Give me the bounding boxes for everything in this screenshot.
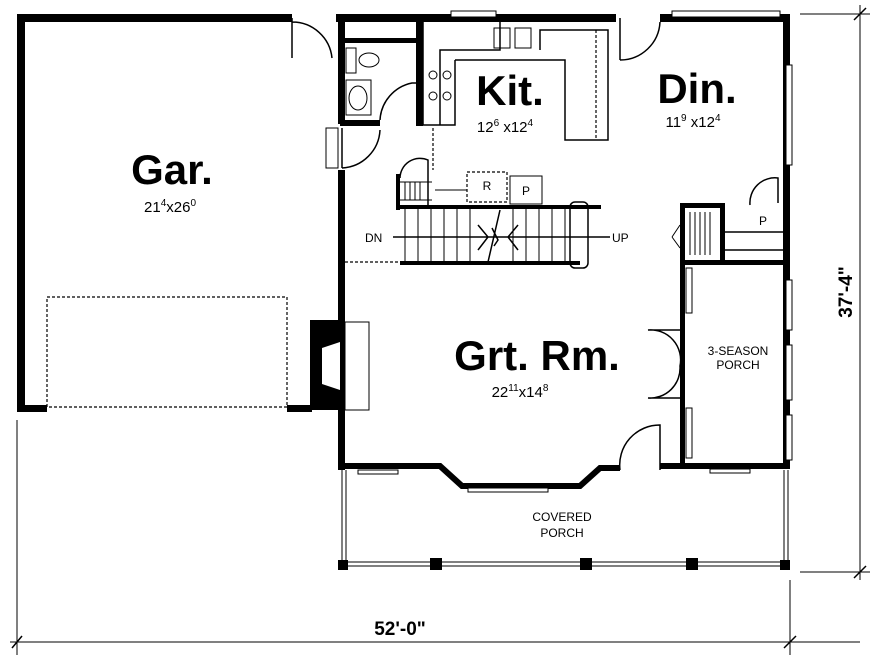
powder-room xyxy=(325,22,423,169)
dining-label: Din. xyxy=(657,65,736,112)
dining-pantry-label: P xyxy=(759,214,767,228)
staircase xyxy=(345,157,610,269)
three-season-porch-walls xyxy=(618,267,693,471)
overall-width-dimension: 52'-0" xyxy=(374,619,426,640)
three-season-porch-label-1: 3-SEASON xyxy=(708,344,769,358)
kitchen-pantry-label: P xyxy=(522,184,530,198)
stairs-up-label: UP xyxy=(612,231,629,245)
garage-side-door xyxy=(291,18,333,59)
great-room-dimensions: 2211x148 xyxy=(492,383,549,401)
garage-walls xyxy=(17,14,312,412)
great-room-front-wall xyxy=(338,463,790,489)
front-windows xyxy=(357,468,751,493)
dining-door xyxy=(619,18,661,61)
covered-porch-label-2: PORCH xyxy=(540,526,583,540)
overall-depth-dimension: 37'-4" xyxy=(836,266,857,318)
garage-door-outline xyxy=(46,296,288,408)
three-season-porch-label-2: PORCH xyxy=(716,358,759,372)
covered-porch xyxy=(338,470,790,570)
kitchen-label: Kit. xyxy=(476,67,544,114)
fireplace xyxy=(310,320,370,411)
garage-dimensions: 214x260 xyxy=(144,198,196,216)
refrigerator-label: R xyxy=(483,179,492,193)
dining-pantry xyxy=(671,177,790,465)
great-room-label: Grt. Rm. xyxy=(454,332,620,379)
kitchen-dimensions: 126 x124 xyxy=(477,118,534,136)
covered-porch-label-1: COVERED xyxy=(532,510,592,524)
garage-label: Gar. xyxy=(131,146,213,193)
kitchen-counters xyxy=(422,22,609,170)
dining-dimensions: 119 x124 xyxy=(665,113,721,131)
stairs-down-label: DN xyxy=(365,231,382,245)
dimension-lines xyxy=(10,5,870,655)
